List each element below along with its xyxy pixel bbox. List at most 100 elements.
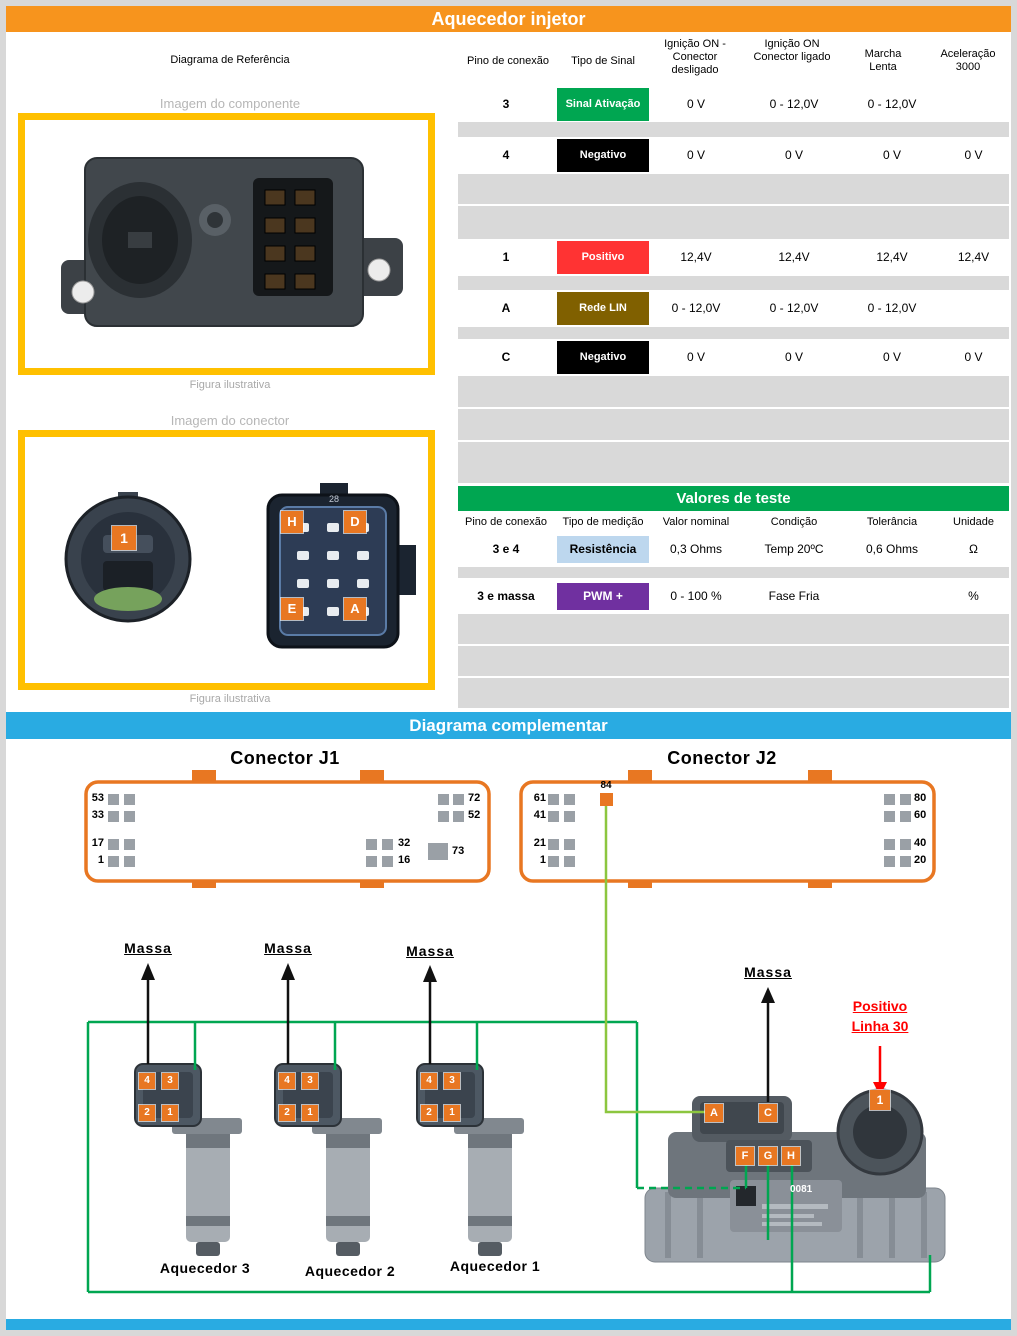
value-cell: Temp 20ºC	[764, 542, 824, 556]
injector3-pin-3: 3	[162, 1073, 178, 1089]
test-header-unit: Unidade	[953, 516, 994, 528]
j2-pin-61: 61	[533, 792, 546, 804]
value-cell: 0 - 12,0V	[769, 97, 819, 111]
header-pin: Pino de conexão	[467, 55, 549, 67]
test-header-tolerance: Tolerância	[866, 516, 918, 528]
test-row: 3 e 4 Resistência 0,3 Ohms Temp 20ºC 0,6…	[458, 533, 1009, 566]
pin-slot	[453, 794, 464, 805]
value-cell: 0 V	[964, 350, 983, 364]
pin-slot	[438, 811, 449, 822]
j2-pin-20: 20	[914, 854, 927, 866]
j1-pin-32: 32	[398, 837, 411, 849]
component-caption: Figura ilustrativa	[189, 379, 271, 391]
pin-slot-large	[428, 843, 448, 860]
pin-slot	[108, 794, 119, 805]
component-photo	[61, 157, 403, 327]
pin-cell: A	[501, 301, 511, 315]
signal-row: A Rede LIN 0 - 12,0V 0 - 12,0V 0 - 12,0V	[458, 292, 1009, 325]
massa-label-2: Massa	[264, 940, 312, 956]
connector-pin-A: A	[344, 598, 366, 620]
page-title: Aquecedor injetor	[6, 6, 1011, 32]
j1-pin-73: 73	[452, 845, 465, 857]
pin-slot	[382, 856, 393, 867]
signal-type-badge: Sinal Ativação	[557, 88, 649, 121]
pin-slot	[564, 811, 575, 822]
value-cell: 0 V	[686, 350, 705, 364]
positivo-label-line1: Positivo	[852, 998, 908, 1014]
value-cell: %	[968, 589, 979, 603]
pin-slot	[900, 856, 911, 867]
value-cell: 0 - 100 %	[670, 589, 722, 603]
j2-pin-60: 60	[914, 809, 927, 821]
signal-row: 3 Sinal Ativação 0 V 0 - 12,0V 0 - 12,0V	[458, 88, 1009, 121]
injector1-pin-2: 2	[421, 1105, 437, 1121]
connector-j2-label: Conector J2	[667, 748, 777, 768]
module-pin-C: C	[759, 1104, 777, 1122]
value-cell: 0 - 12,0V	[867, 97, 917, 111]
pin-slot	[108, 811, 119, 822]
header-signal-type: Tipo de Sinal	[571, 55, 635, 67]
module-pin-G: G	[759, 1147, 777, 1165]
massa-label-module: Massa	[744, 964, 792, 980]
value-cell: 0 V	[686, 97, 705, 111]
header-accel: Aceleração 3000	[940, 48, 996, 73]
pin-slot	[548, 839, 559, 850]
gray-band	[458, 206, 1009, 239]
pin-cell: 1	[502, 250, 510, 264]
signal-row: 4 Negativo 0 V 0 V 0 V 0 V	[458, 139, 1009, 172]
header-idle: Marcha Lenta	[864, 48, 902, 73]
j2-pin-80: 80	[914, 792, 927, 804]
test-header-type: Tipo de medição	[562, 516, 644, 528]
header-ign-off: Ignição ON - Conector desligado	[664, 38, 726, 76]
gray-band	[458, 327, 1009, 339]
injector3-pin-2: 2	[139, 1105, 155, 1121]
value-cell: 0 V	[784, 148, 803, 162]
pin-cell: 4	[502, 148, 510, 162]
value-cell	[938, 88, 1009, 121]
gray-band	[458, 409, 1009, 440]
connector-marking-28: 28	[328, 494, 339, 504]
gray-band	[458, 122, 1009, 137]
pin-slot	[124, 839, 135, 850]
measurement-badge: PWM +	[557, 583, 649, 610]
heater-label-1: Aquecedor 1	[449, 1258, 541, 1274]
signal-type-badge: Negativo	[557, 341, 649, 374]
pin-slot	[548, 856, 559, 867]
pin-slot	[124, 811, 135, 822]
injector2-pin-1: 1	[302, 1105, 318, 1121]
signal-type-badge: Positivo	[557, 241, 649, 274]
value-cell: 0 - 12,0V	[671, 301, 721, 315]
diagram-section-title: Diagrama complementar	[6, 712, 1011, 739]
j2-pin-84-square	[600, 793, 613, 806]
value-cell: Ω	[969, 542, 978, 556]
connector-image-label: Imagem do conector	[170, 413, 290, 428]
pin-slot	[564, 856, 575, 867]
value-cell: 0 V	[686, 148, 705, 162]
pin-slot	[438, 794, 449, 805]
injector2-pin-4: 4	[279, 1073, 295, 1089]
heater-label-2: Aquecedor 2	[304, 1263, 396, 1279]
pin-cell: C	[501, 350, 511, 364]
j2-pin-84: 84	[600, 780, 612, 791]
injector1-pin-3: 3	[444, 1073, 460, 1089]
measurement-badge: Resistência	[557, 536, 649, 563]
j2-pin-41: 41	[533, 809, 546, 821]
value-cell: 12,4V	[957, 250, 990, 264]
value-cell	[846, 580, 938, 613]
pin-slot	[366, 839, 377, 850]
pin-slot	[900, 811, 911, 822]
test-row: 3 e massa PWM + 0 - 100 % Fase Fria %	[458, 580, 1009, 613]
pin-cell: 3	[502, 97, 510, 111]
injector2-pin-3: 3	[302, 1073, 318, 1089]
connector-pin-D: D	[344, 511, 366, 533]
gray-band	[458, 376, 1009, 407]
value-cell: Fase Fria	[768, 589, 820, 603]
value-cell: 0 V	[882, 350, 901, 364]
j2-pin-21: 21	[533, 837, 546, 849]
value-cell: 0 V	[784, 350, 803, 364]
j1-pin-17: 17	[91, 837, 104, 849]
value-cell: 0 V	[882, 148, 901, 162]
header-ign-on: Ignição ON Conector ligado	[753, 38, 831, 63]
test-header-condition: Condição	[770, 516, 818, 528]
